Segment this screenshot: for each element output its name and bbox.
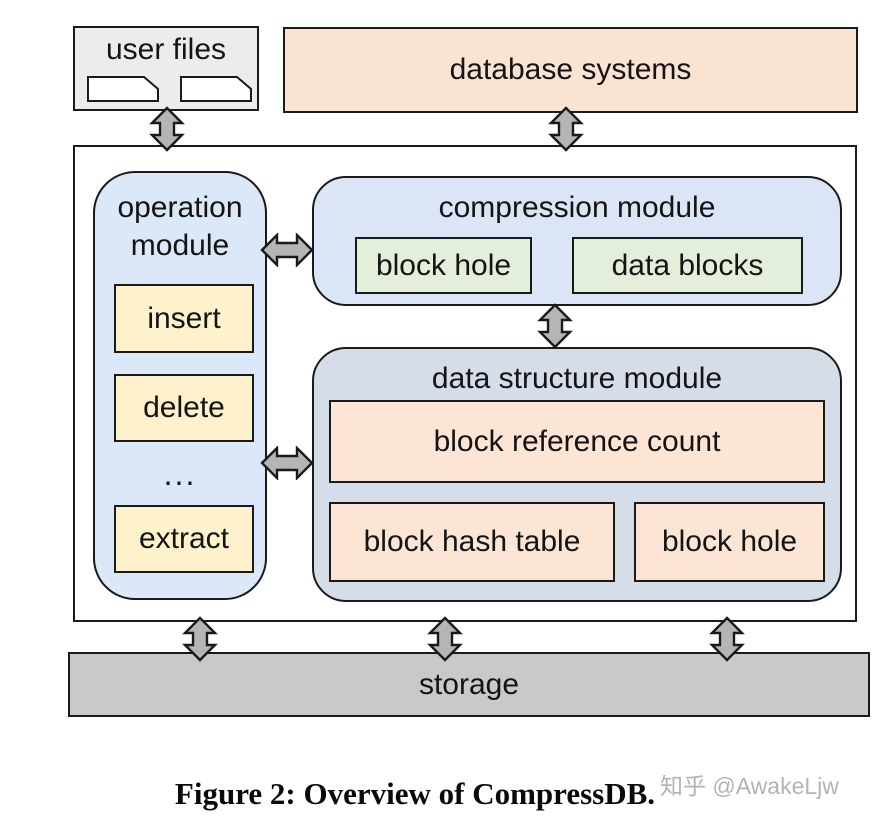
- figure-caption: Figure 2: Overview of CompressDB.: [174, 776, 656, 811]
- ds-item-block-reference-count: block reference count: [329, 400, 825, 483]
- comp-item-block-hole: block hole: [355, 237, 532, 294]
- arrow-userfiles-core: [149, 106, 185, 152]
- user-files-icons: [87, 76, 252, 102]
- comp-item-data-blocks: data blocks: [572, 237, 803, 294]
- arrow-operation-datastructure: [260, 446, 314, 480]
- data-structure-module: data structure module block reference co…: [312, 347, 842, 602]
- database-systems-box: database systems: [283, 27, 858, 113]
- arrow-operation-compression: [260, 233, 314, 267]
- database-systems-label: database systems: [449, 53, 692, 86]
- compression-module-title: compression module: [438, 191, 716, 224]
- user-files-label: user files: [105, 33, 227, 66]
- op-items-ellipsis: ...: [163, 455, 197, 492]
- storage-box: storage: [68, 652, 870, 717]
- compression-module: compression module block hole data block…: [312, 176, 842, 306]
- arrow-core-storage-right: [709, 616, 745, 662]
- op-item-extract: extract: [114, 505, 254, 573]
- watermark: 知乎 @AwakeLjw: [660, 773, 839, 799]
- file-icon: [180, 76, 252, 102]
- operation-module: operation module insert delete ... extra…: [93, 171, 267, 600]
- arrow-core-storage-middle: [427, 616, 463, 662]
- data-structure-module-title: data structure module: [431, 362, 723, 395]
- arrow-core-storage-left: [182, 616, 218, 662]
- ds-item-block-hash-table: block hash table: [329, 502, 615, 582]
- storage-label: storage: [418, 667, 520, 701]
- user-files-box: user files: [73, 26, 259, 111]
- arrow-database-core: [548, 106, 584, 152]
- op-item-insert: insert: [114, 284, 254, 353]
- arrow-compression-datastructure: [537, 303, 573, 349]
- ds-item-block-hole: block hole: [634, 502, 825, 582]
- op-item-delete: delete: [114, 374, 254, 442]
- file-icon: [87, 76, 159, 102]
- operation-module-title: operation module: [117, 191, 243, 262]
